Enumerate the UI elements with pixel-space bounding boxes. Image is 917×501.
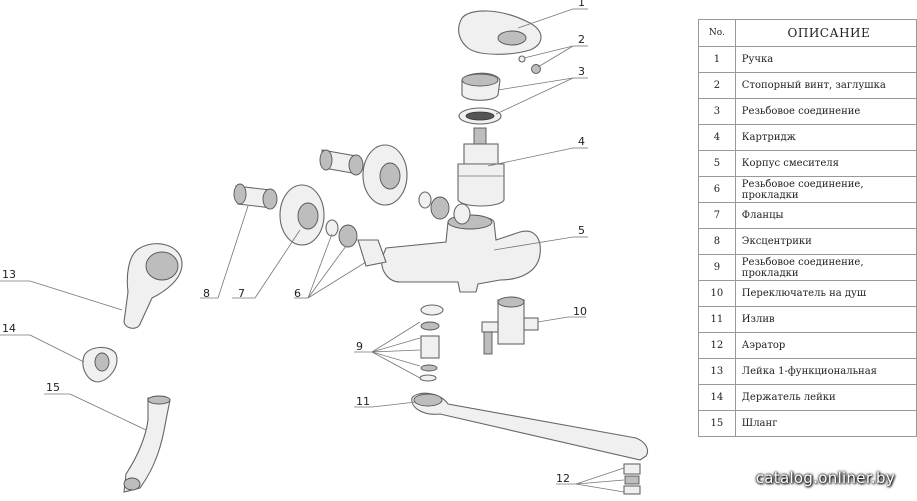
part-spout [411, 392, 649, 461]
legend-desc: Резьбовое соединение, прокладки [734, 254, 917, 281]
callout-6: 6 [294, 287, 301, 300]
callout-9: 9 [356, 340, 363, 353]
part-stack-9 [419, 304, 444, 382]
legend-desc: Картридж [734, 124, 917, 151]
legend-no: 14 [698, 384, 736, 411]
leader-lines [0, 8, 625, 493]
callout-7: 7 [238, 287, 245, 300]
callout-13: 13 [2, 268, 16, 281]
callout-15: 15 [46, 381, 60, 394]
callout-4: 4 [578, 135, 585, 148]
legend-desc: Держатель лейки [734, 384, 917, 411]
legend-no: 7 [698, 202, 736, 229]
part-holder [82, 346, 118, 383]
part-connections-6 [325, 191, 471, 267]
legend-desc: Корпус смесителя [734, 150, 917, 177]
legend-no: 2 [698, 72, 736, 99]
callout-10: 10 [573, 305, 587, 318]
legend-desc: Переключатель на душ [734, 280, 917, 307]
legend-desc: Аэратор [734, 332, 917, 359]
legend-desc: Фланцы [734, 202, 917, 229]
callout-3: 3 [578, 65, 585, 78]
legend-header-no: No. [698, 19, 736, 47]
legend-no: 15 [698, 410, 736, 437]
legend-no: 3 [698, 98, 736, 125]
part-thread-3 [458, 72, 502, 125]
legend-no: 11 [698, 306, 736, 333]
part-eccentrics [233, 149, 364, 210]
part-handle [458, 10, 542, 55]
legend-no: 8 [698, 228, 736, 255]
legend-desc: Резьбовое соединение, прокладки [734, 176, 917, 203]
legend-desc: Резьбовое соединение [734, 98, 917, 125]
legend-header-row: No. ОПИСАНИЕ [698, 19, 917, 47]
callout-11: 11 [356, 395, 370, 408]
part-shower-head [123, 243, 183, 329]
legend-desc: Ручка [734, 46, 917, 73]
watermark: catalog.onliner.by [755, 469, 895, 487]
exploded-diagram: 1 2 3 4 5 6 7 8 9 10 11 12 13 14 15 [0, 0, 649, 495]
legend-no: 4 [698, 124, 736, 151]
part-flanges [279, 144, 408, 246]
part-aerator [623, 463, 641, 495]
legend-desc: Лейка 1-функциональная [734, 358, 917, 385]
legend-desc: Шланг [734, 410, 917, 437]
legend-desc: Эксцентрики [734, 228, 917, 255]
legend-header-description: ОПИСАНИЕ [734, 19, 917, 47]
legend-no: 10 [698, 280, 736, 307]
legend-desc: Излив [734, 306, 917, 333]
callout-1: 1 [578, 0, 585, 9]
legend-no: 12 [698, 332, 736, 359]
legend-no: 1 [698, 46, 736, 73]
part-body [381, 214, 541, 293]
legend-no: 13 [698, 358, 736, 385]
callout-12: 12 [556, 472, 570, 485]
callout-5: 5 [578, 224, 585, 237]
callout-2: 2 [578, 33, 585, 46]
legend-no: 5 [698, 150, 736, 177]
part-hose [123, 395, 171, 493]
callout-8: 8 [203, 287, 210, 300]
legend-desc: Стопорный винт, заглушка [734, 72, 917, 99]
part-cartridge [457, 127, 505, 207]
part-diverter [481, 296, 539, 355]
legend-no: 6 [698, 176, 736, 203]
legend-no: 9 [698, 254, 736, 281]
callout-14: 14 [2, 322, 16, 335]
part-screw [518, 55, 541, 74]
